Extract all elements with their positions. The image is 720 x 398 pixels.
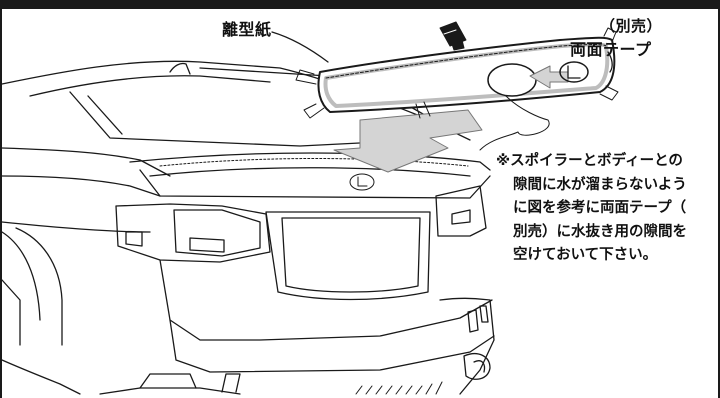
trunk-lid-top bbox=[129, 152, 491, 171]
tape-edge bbox=[325, 44, 607, 79]
sensor-right-2 bbox=[479, 305, 489, 323]
roof-inner-line bbox=[29, 75, 271, 97]
lower-vent-left bbox=[139, 373, 197, 389]
side-line bbox=[1, 147, 171, 177]
release-paper-leader bbox=[271, 31, 329, 63]
water-gap-leader bbox=[479, 95, 550, 151]
note-line: 隙間に水が溜まらないよう bbox=[513, 176, 687, 193]
wheel-line bbox=[1, 279, 21, 346]
release-paper-tab-left-low bbox=[303, 103, 325, 119]
diffuser-fins bbox=[355, 381, 443, 395]
exhaust-tip bbox=[463, 353, 491, 380]
spoiler-placement-line bbox=[159, 158, 469, 167]
sensor-right bbox=[467, 309, 479, 333]
license-plate-inner bbox=[281, 217, 421, 293]
exhaust-inner bbox=[473, 360, 486, 373]
down-arrow-icon bbox=[333, 109, 483, 173]
wheel-arch-inner bbox=[1, 231, 41, 321]
bumper-corner bbox=[459, 299, 495, 395]
lexus-emblem-spoiler-icon bbox=[559, 61, 589, 83]
note-line: に図を参考に両面テープ（ bbox=[513, 200, 687, 217]
bumper-crease bbox=[439, 297, 491, 301]
sold-separately-label: （別売） bbox=[600, 17, 663, 35]
car-body bbox=[1, 60, 495, 395]
side-crease bbox=[1, 175, 161, 197]
left-tail-lamp bbox=[115, 203, 271, 263]
right-border bbox=[718, 9, 720, 398]
note-line: ※スポイラーとボディーとの bbox=[496, 153, 683, 169]
emblem-l-spoiler bbox=[567, 65, 581, 79]
rocker-line bbox=[1, 359, 81, 395]
right-reflector bbox=[451, 209, 471, 225]
rear-window-pillar bbox=[87, 95, 123, 135]
trunk-lid-edge bbox=[149, 167, 471, 177]
left-reflector bbox=[189, 237, 225, 253]
installation-note: ※スポイラーとボディーとの 隙間に水が溜まらないよう に図を参考に両面テープ（ … bbox=[496, 150, 716, 268]
trunk-outline bbox=[139, 169, 491, 199]
emblem-l-mark bbox=[357, 176, 368, 187]
spoiler bbox=[295, 27, 619, 119]
wheel-arch-outer bbox=[15, 227, 63, 346]
left-border bbox=[0, 9, 2, 398]
rear-bumper-mid bbox=[169, 319, 495, 373]
release-paper-tab-right bbox=[603, 27, 617, 43]
double-sided-tape-label: 両面テープ bbox=[570, 40, 652, 59]
right-tail-lamp bbox=[435, 185, 487, 237]
lower-vent-center bbox=[221, 373, 241, 393]
release-paper-label: 離型紙 bbox=[222, 20, 272, 39]
emblem-hole bbox=[487, 63, 537, 97]
left-lamp-segment bbox=[125, 231, 143, 247]
note-line: 空けておいて下さい。 bbox=[513, 247, 658, 264]
release-paper-tab-left bbox=[295, 69, 317, 85]
license-plate-recess bbox=[265, 211, 431, 301]
left-tail-lamp-inner bbox=[173, 209, 261, 257]
side-lower-line bbox=[1, 221, 151, 233]
note-line: 別売）に水抜き用の隙間を bbox=[513, 223, 687, 240]
rear-bumper-bottom bbox=[99, 387, 241, 395]
tape-leader bbox=[607, 51, 613, 73]
top-border bbox=[0, 0, 720, 9]
release-paper-tab-right-low bbox=[599, 85, 619, 101]
antenna bbox=[169, 62, 191, 75]
release-paper-tab-bottom bbox=[415, 101, 431, 119]
lexus-emblem-icon bbox=[349, 173, 375, 191]
adhesive-bottle-icon bbox=[439, 21, 467, 51]
